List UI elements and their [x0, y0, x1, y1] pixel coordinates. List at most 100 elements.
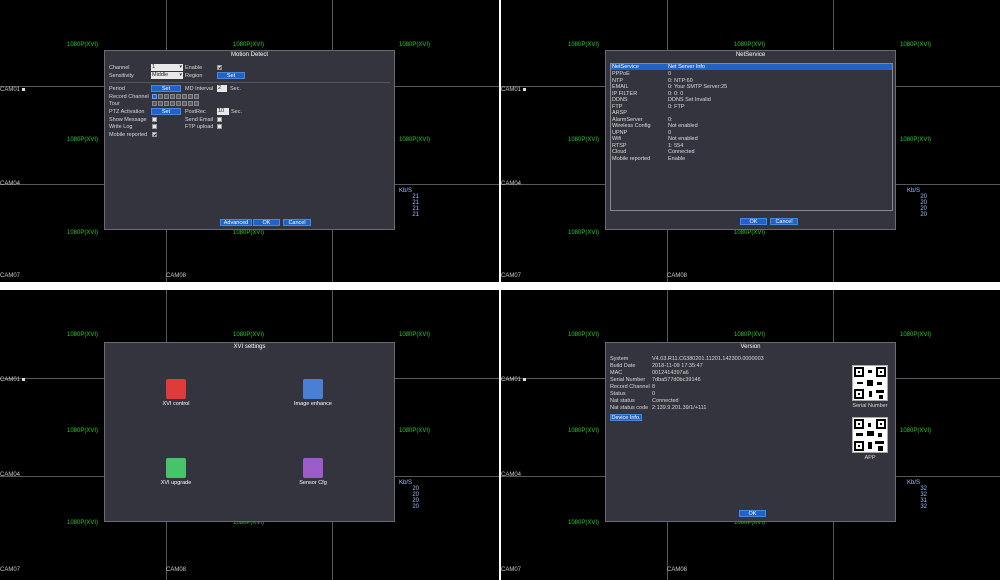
cam-resolution: 1080P(XVI) — [399, 42, 431, 48]
netservice-row-name[interactable]: Wireless Config — [612, 123, 651, 129]
netservice-row-name[interactable]: UPNP — [612, 129, 628, 136]
sensitivity-select[interactable]: Middle — [151, 72, 183, 79]
netservice-row-value: 0 — [668, 71, 672, 77]
record-channel-box[interactable] — [170, 94, 175, 99]
write-log-checkbox[interactable] — [152, 124, 157, 129]
bitrate-value: 20 — [920, 212, 927, 218]
device-info-button[interactable]: Device Info. — [610, 414, 642, 421]
advanced-button[interactable]: Advanced — [220, 219, 252, 226]
version-row-value: 0 — [652, 391, 656, 397]
serial-number-qr-code — [852, 365, 888, 401]
netservice-row-name[interactable]: Cloud — [612, 149, 627, 155]
mobile-reported-checkbox[interactable] — [152, 132, 157, 137]
cam-resolution: 1080P(XVI) — [568, 332, 600, 338]
speaker-icon — [22, 87, 26, 91]
netservice-row-name[interactable]: ARSP — [612, 110, 627, 116]
record-channel-box[interactable] — [194, 94, 199, 99]
version-row-value: 2:139.9.201.39/1/+111 — [652, 405, 707, 411]
tour-channel-box[interactable] — [170, 101, 175, 106]
cam-resolution: 1080P(XVI) — [734, 520, 766, 526]
period-label: Period — [109, 86, 125, 92]
netservice-row-name[interactable]: Wifi — [612, 136, 622, 142]
write-log-label: Write Log — [109, 124, 133, 130]
record-channel-box[interactable] — [188, 94, 193, 99]
cam-resolution: 1080P(XVI) — [67, 332, 99, 338]
tour-channel-box[interactable] — [188, 101, 193, 106]
dialog-title: Motion Detect — [230, 52, 269, 58]
cam-resolution: 1080P(XVI) — [399, 332, 431, 338]
show-message-checkbox[interactable] — [152, 117, 157, 122]
netservice-row-name[interactable]: EMAIL — [612, 84, 629, 90]
tour-channel-box[interactable] — [176, 101, 181, 106]
record-channel-label: Record Channel — [109, 94, 149, 100]
cam-label-04: CAM04 — [501, 181, 522, 187]
region-set-button[interactable]: Set — [217, 72, 245, 79]
netservice-row-name[interactable]: RTSP — [612, 142, 627, 149]
xvi-upgrade-label[interactable]: XVI upgrade — [160, 480, 192, 486]
md-interval-input[interactable]: 2 — [217, 85, 227, 92]
bitrate-value: 21 — [412, 194, 419, 200]
tour-channel-box[interactable] — [152, 101, 157, 106]
bitrate-panel: Kb/S 21 21 21 21 — [399, 188, 419, 218]
record-channel-box[interactable] — [164, 94, 169, 99]
speaker-icon — [523, 87, 527, 91]
postrec-input[interactable]: 10 — [217, 108, 229, 115]
tour-channel-box[interactable] — [164, 101, 169, 106]
motion-detect-dialog: Motion Detect Channel 1 Enable Sensitivi… — [104, 50, 395, 230]
dialog-title: NetService — [735, 52, 766, 58]
version-row-value: 7dba577d0bc39146 — [652, 377, 701, 383]
netservice-row-name[interactable]: Mobile reported — [612, 155, 651, 162]
enable-label: Enable — [185, 65, 203, 71]
netservice-row-name[interactable]: NTP — [612, 77, 623, 84]
ok-button[interactable]: OK — [740, 218, 767, 225]
netservice-row-name[interactable]: FTP — [612, 103, 623, 110]
bitrate-value: 21 — [412, 200, 419, 206]
record-channel-box[interactable] — [152, 94, 157, 99]
netservice-row-name[interactable]: IP FILTER — [612, 90, 638, 97]
ok-button[interactable]: OK — [253, 219, 280, 226]
record-channel-box[interactable] — [158, 94, 163, 99]
image-enhance-label[interactable]: Image enhance — [294, 401, 332, 407]
ftp-upload-checkbox[interactable] — [217, 124, 222, 129]
app-qr-label: APP — [864, 455, 876, 461]
netservice-row-value: 0: 0: 0 — [668, 90, 684, 97]
bitrate-value: 20 — [920, 200, 927, 206]
record-channel-box[interactable] — [176, 94, 181, 99]
ok-button[interactable]: OK — [739, 510, 766, 517]
version-row-label: Build Date — [610, 363, 636, 369]
netservice-row-value: 0: Your SMTP Server:25 — [668, 84, 728, 90]
enable-checkbox[interactable] — [217, 65, 222, 70]
cam-resolution: 1080P(XVI) — [67, 520, 99, 526]
quadrant-netservice: 1080P(XVI) 1080P(XVI) 1080P(XVI) 1080P(X… — [501, 0, 1000, 282]
image-enhance-icon[interactable] — [303, 379, 323, 399]
cam-label-07: CAM07 — [501, 567, 522, 573]
cancel-button[interactable]: Cancel — [283, 219, 311, 226]
netservice-row-name[interactable]: DDNS — [612, 97, 628, 103]
tour-channel-box[interactable] — [194, 101, 199, 106]
postrec-unit: Sec. — [231, 109, 243, 115]
version-row-label: Nat status code — [610, 405, 649, 411]
ptz-set-button[interactable]: Set — [151, 108, 181, 115]
cancel-button[interactable]: Cancel — [770, 218, 798, 225]
tour-channel-box[interactable] — [158, 101, 163, 106]
bitrate-panel: Kb/S 20 20 20 20 — [399, 480, 419, 510]
netservice-row-name[interactable]: AlarmServer — [612, 116, 643, 123]
record-channel-box[interactable] — [182, 94, 187, 99]
xvi-upgrade-icon[interactable] — [166, 458, 186, 478]
tour-channel-box[interactable] — [182, 101, 187, 106]
send-email-label: Send Email — [185, 117, 214, 123]
ftp-upload-label: FTP upload — [185, 124, 214, 130]
cam-resolution: 1080P(XVI) — [568, 230, 600, 236]
cam-label-01: CAM01 — [501, 377, 527, 384]
bitrate-panel: Kb/S 32 32 31 32 — [907, 480, 927, 510]
xvi-control-icon[interactable] — [166, 379, 186, 399]
xvi-control-label[interactable]: XVI control — [162, 401, 190, 407]
sensor-cfg-icon[interactable] — [303, 458, 323, 478]
netservice-row-name[interactable]: PPPoE — [612, 71, 630, 77]
period-set-button[interactable]: Set — [151, 85, 181, 92]
send-email-checkbox[interactable] — [217, 117, 222, 122]
version-row-value: 0012414397a6 — [652, 370, 689, 376]
bitrate-value: 20 — [412, 498, 419, 504]
sensor-cfg-label[interactable]: Sensor Cfg — [299, 480, 327, 486]
channel-select[interactable]: 1 — [151, 64, 183, 71]
